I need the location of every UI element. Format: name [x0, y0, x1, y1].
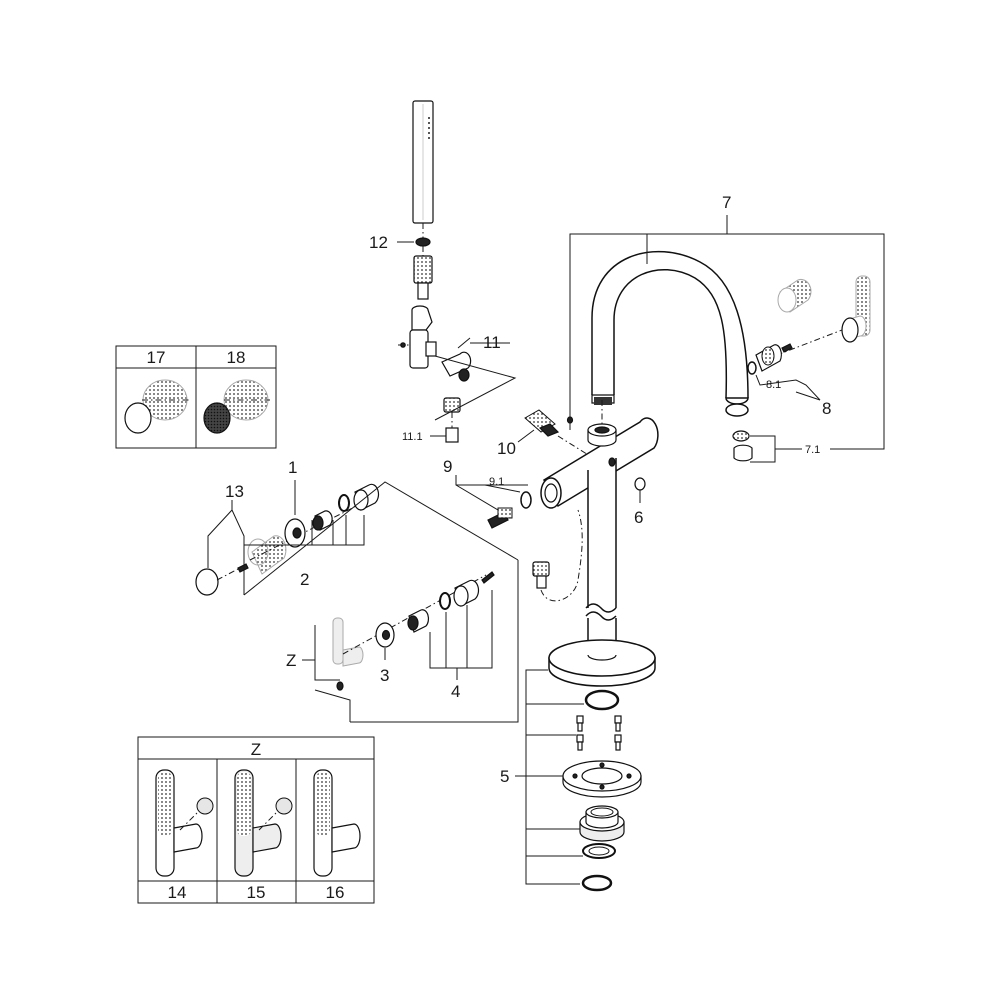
finish-option-box: 17 18 — [115, 345, 277, 449]
label-4: 4 — [451, 682, 460, 701]
mixer-body — [540, 250, 749, 687]
spout-aerator — [732, 430, 753, 462]
label-16: 16 — [326, 883, 345, 902]
label-12: 12 — [369, 233, 388, 252]
label-3: 3 — [380, 666, 389, 685]
label-8: 8 — [822, 399, 831, 418]
label-1: 1 — [288, 458, 297, 477]
label-11: 11 — [483, 333, 501, 352]
valve-cartridges — [487, 409, 591, 529]
label-z-box: Z — [251, 740, 261, 759]
label-15: 15 — [247, 883, 266, 902]
label-11-1: 11.1 — [402, 431, 423, 443]
label-6: 6 — [634, 508, 643, 527]
label-13: 13 — [225, 482, 244, 501]
label-17: 17 — [147, 348, 166, 367]
label-5: 5 — [500, 767, 509, 786]
label-10: 10 — [497, 439, 516, 458]
label-9-1: 9.1 — [489, 476, 504, 488]
bracket-7 — [569, 233, 885, 450]
label-7: 7 — [722, 193, 731, 212]
label-z: Z — [286, 651, 296, 670]
left-handle-assembly — [195, 483, 380, 596]
mounting-kit — [562, 689, 642, 892]
label-8-1: 8.1 — [766, 379, 781, 391]
shower-holder — [398, 305, 472, 443]
label-18: 18 — [227, 348, 246, 367]
lower-handle-assembly — [332, 571, 495, 691]
label-2: 2 — [300, 570, 309, 589]
label-9: 9 — [443, 457, 452, 476]
label-7-1: 7.1 — [805, 444, 820, 456]
handle-variant-box: Z 14 15 16 — [137, 736, 375, 904]
label-14: 14 — [168, 883, 187, 902]
shower-hose — [532, 509, 583, 602]
hand-shower — [412, 100, 434, 300]
right-handle-assembly — [747, 275, 871, 375]
